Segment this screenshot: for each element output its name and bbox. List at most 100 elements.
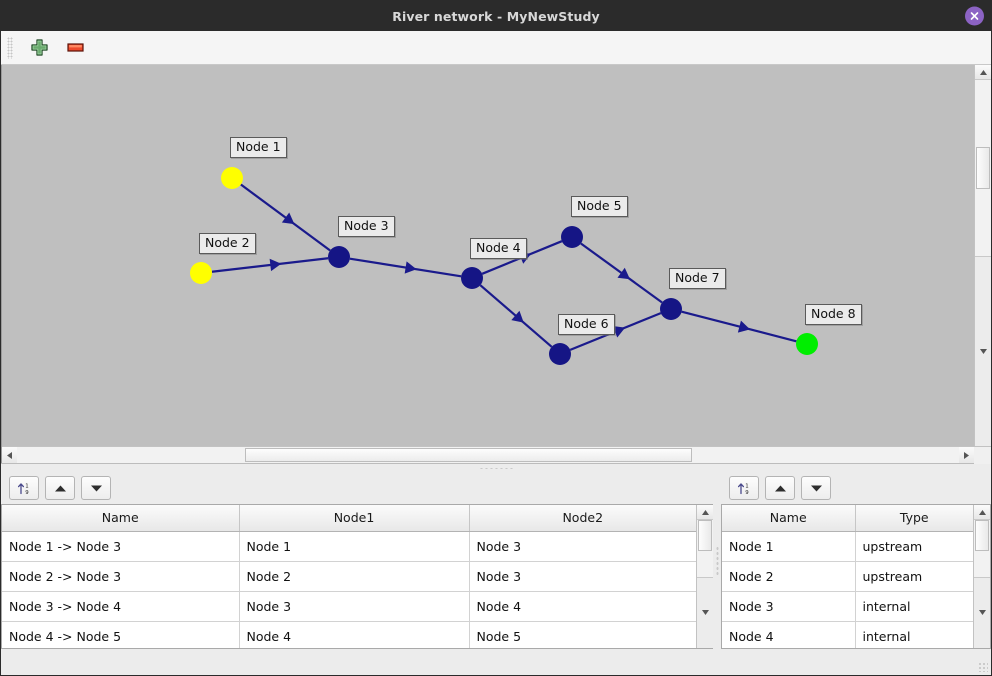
table-cell[interactable]: Node 2 -> Node 3: [2, 561, 240, 592]
table-cell[interactable]: Node 3 -> Node 4: [2, 591, 240, 622]
table-cell[interactable]: Node 2: [239, 561, 470, 592]
svg-text:1: 1: [25, 483, 28, 489]
diagram-node-label[interactable]: Node 6: [558, 314, 615, 335]
table-cell[interactable]: Node 3: [722, 591, 856, 622]
column-header[interactable]: Type: [855, 505, 973, 532]
node-move-down-button[interactable]: [801, 476, 831, 500]
scroll-down-icon[interactable]: [975, 255, 991, 446]
column-header[interactable]: Node1: [239, 505, 470, 532]
scroll-left-icon[interactable]: [2, 447, 17, 463]
table-cell[interactable]: upstream: [855, 561, 973, 592]
node-move-up-button[interactable]: [765, 476, 795, 500]
node-sort-button[interactable]: 1 9: [729, 476, 759, 500]
edge-arrowhead: [281, 212, 295, 225]
diagram-node[interactable]: [561, 226, 583, 248]
add-node-button[interactable]: [27, 36, 51, 60]
svg-text:9: 9: [25, 490, 29, 496]
table-cell[interactable]: Node 3: [239, 591, 470, 622]
table-cell[interactable]: Node 4: [469, 591, 696, 622]
table-cell[interactable]: Node 1: [722, 531, 856, 562]
branch-table-scrollbar[interactable]: [696, 505, 713, 648]
table-cell[interactable]: Node 4: [239, 621, 470, 648]
scroll-right-icon[interactable]: [959, 447, 974, 463]
diagram-horizontal-scrollbar[interactable]: [2, 446, 991, 464]
horizontal-splitter[interactable]: [1, 463, 991, 472]
scroll-up-icon[interactable]: [975, 65, 991, 80]
edge-arrowhead: [612, 325, 626, 338]
diagram-vscroll-thumb[interactable]: [976, 146, 990, 189]
diagram-node[interactable]: [660, 298, 682, 320]
table-cell[interactable]: upstream: [855, 531, 973, 562]
diagram-node-label[interactable]: Node 7: [669, 268, 726, 289]
table-cell[interactable]: Node 4: [722, 621, 856, 648]
node-scroll-track[interactable]: [974, 520, 990, 577]
table-cell[interactable]: internal: [855, 621, 973, 648]
diagram-node[interactable]: [796, 333, 818, 355]
branch-scroll-track[interactable]: [697, 520, 713, 577]
delete-node-button[interactable]: [63, 36, 87, 60]
diagram-node[interactable]: [190, 262, 212, 284]
edge-line[interactable]: [240, 183, 331, 252]
diagram-node[interactable]: [221, 167, 243, 189]
scroll-down-icon[interactable]: [974, 576, 990, 648]
node-layer: [190, 167, 818, 365]
window-resize-grip[interactable]: [978, 662, 988, 672]
diagram-node[interactable]: [549, 343, 571, 365]
close-icon[interactable]: [965, 6, 984, 26]
diagram-hscroll-track[interactable]: [17, 447, 959, 463]
table-cell[interactable]: Node 3: [469, 561, 696, 592]
diagram-node-label[interactable]: Node 4: [470, 238, 527, 259]
title-bar: River network - MyNewStudy: [1, 1, 991, 31]
toolbar-grip[interactable]: [7, 36, 13, 59]
diagram-node-label[interactable]: Node 3: [338, 216, 395, 237]
diagram-hscroll-thumb[interactable]: [244, 448, 693, 462]
branch-move-down-button[interactable]: [81, 476, 111, 500]
edge-line[interactable]: [681, 310, 797, 343]
edge-line[interactable]: [211, 257, 329, 273]
status-bar: [1, 649, 991, 675]
scroll-up-icon[interactable]: [974, 505, 990, 520]
diagram-vertical-scrollbar[interactable]: [974, 65, 991, 446]
diagram-node-label[interactable]: Node 1: [230, 137, 287, 158]
table-cell[interactable]: Node 1: [239, 531, 470, 562]
scroll-down-icon[interactable]: [697, 576, 713, 648]
diagram-node-label[interactable]: Node 8: [805, 304, 862, 325]
diagram-vscroll-track[interactable]: [975, 80, 991, 256]
diagram-node-label[interactable]: Node 2: [199, 233, 256, 254]
table-cell[interactable]: Node 5: [469, 621, 696, 648]
diagram-node[interactable]: [328, 246, 350, 268]
table-cell[interactable]: Node 1 -> Node 3: [2, 531, 240, 562]
network-canvas[interactable]: Node 1 Node 2 Node 3 Node 4 Node 5 Node 6 Node…: [2, 65, 974, 446]
vertical-splitter[interactable]: [713, 472, 721, 649]
diagram-node[interactable]: [461, 267, 483, 289]
branch-sort-button[interactable]: 1 9: [9, 476, 39, 500]
column-header[interactable]: Node2: [469, 505, 696, 532]
node-scroll-thumb[interactable]: [975, 520, 989, 552]
branch-scroll-thumb[interactable]: [698, 520, 712, 552]
column-header[interactable]: Name: [722, 505, 856, 532]
svg-text:1: 1: [745, 483, 748, 489]
table-cell[interactable]: Node 4 -> Node 5: [2, 621, 240, 648]
node-table-scrollbar[interactable]: [973, 505, 990, 648]
table-cell[interactable]: Node 2: [722, 561, 856, 592]
edge-line[interactable]: [349, 257, 462, 278]
diagram-node-label[interactable]: Node 5: [571, 196, 628, 217]
branch-move-up-button[interactable]: [45, 476, 75, 500]
scroll-up-icon[interactable]: [697, 505, 713, 520]
table-cell[interactable]: internal: [855, 591, 973, 622]
column-header[interactable]: Name: [2, 505, 240, 532]
table-cell[interactable]: Node 3: [469, 531, 696, 562]
